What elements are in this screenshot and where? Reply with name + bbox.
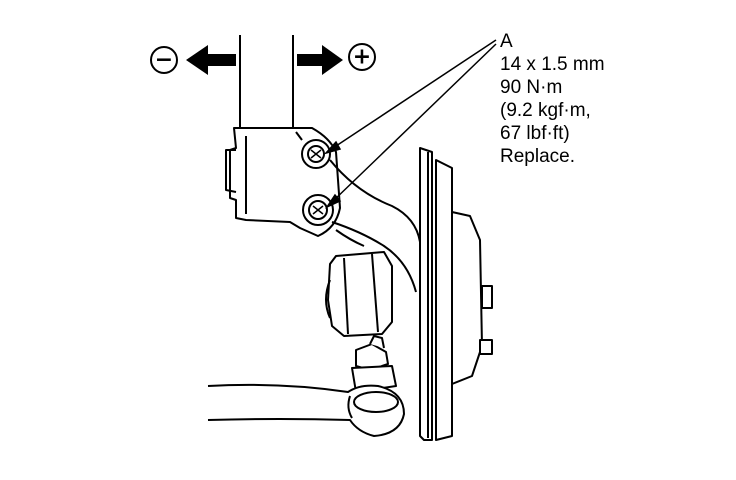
torque-callout: A 14 x 1.5 mm 90 N·m (9.2 kgf·m, 67 lbf·… [500,30,720,168]
plus-direction-arrow: + [297,43,376,75]
callout-label: A [500,31,513,52]
torque-kgfm: (9.2 kgf·m, [500,100,591,121]
torque-nm: 90 N·m [500,77,563,98]
upper-flange-bolt [301,139,331,169]
strut-tube [239,35,294,128]
bolt-size: 14 x 1.5 mm [500,54,605,75]
strut-bracket [225,127,341,237]
lower-ball-joint [351,335,397,393]
torque-lbfft: 67 lbf·ft) [500,123,570,144]
knuckle-arm [329,159,421,293]
lower-control-arm [207,383,405,437]
wheel-hub [451,211,493,385]
minus-sign: − [155,48,173,73]
lower-flange-bolt [302,194,334,226]
replace-note: Replace. [500,146,575,167]
brake-disc [419,147,453,441]
plus-sign: + [353,45,371,70]
minus-direction-arrow: − [150,45,236,75]
callout-leader-lines [323,39,497,209]
cv-joint-boot [325,251,393,337]
